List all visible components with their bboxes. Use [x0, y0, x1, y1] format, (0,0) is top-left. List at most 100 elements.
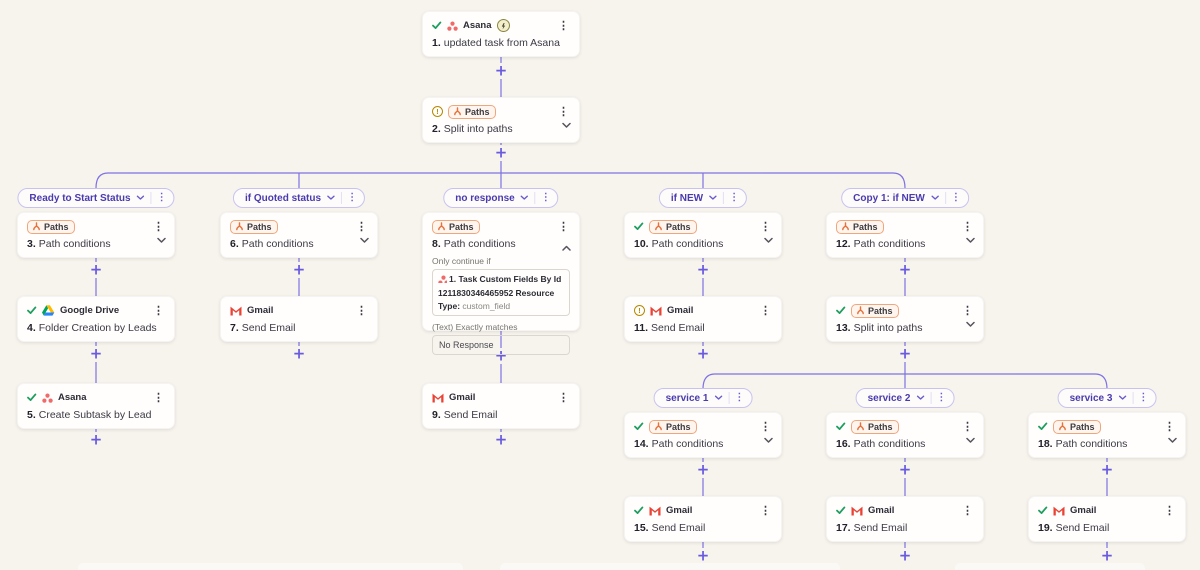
add-step-button[interactable]: +	[898, 344, 912, 363]
kebab-menu-icon[interactable]: ⋮	[534, 192, 551, 204]
add-step-button[interactable]: +	[1100, 546, 1114, 565]
step-card-7[interactable]: Gmail ⋮ 7.Send Email	[220, 296, 378, 342]
chevron-down-icon[interactable]	[764, 231, 773, 249]
step-card-16[interactable]: Paths ⋮ 16.Path conditions	[826, 412, 984, 458]
step-card-8[interactable]: Paths ⋮ 8.Path conditions Only continue …	[422, 212, 580, 356]
fork-icon	[857, 306, 864, 315]
chevron-down-icon[interactable]	[1168, 431, 1177, 449]
kebab-menu-icon[interactable]: ⋮	[150, 192, 167, 204]
chevron-down-icon[interactable]	[157, 231, 166, 249]
kebab-menu-icon[interactable]: ⋮	[760, 504, 771, 517]
step-card-5[interactable]: Asana ⋮ 5.Create Subtask by Lead	[17, 383, 175, 429]
chevron-up-icon[interactable]	[562, 239, 571, 257]
kebab-menu-icon[interactable]: ⋮	[962, 420, 973, 433]
chevron-down-icon[interactable]	[714, 395, 723, 401]
chevron-down-icon[interactable]	[966, 315, 975, 333]
add-step-button[interactable]: +	[89, 344, 103, 363]
add-step-button[interactable]: +	[696, 460, 710, 479]
step-title: Send Email	[853, 522, 908, 534]
step-card-10[interactable]: Paths ⋮ 10.Path conditions	[624, 212, 782, 258]
step-card-1[interactable]: Asana ⋮ 1.updated task from Asana	[422, 11, 580, 57]
kebab-menu-icon[interactable]: ⋮	[723, 192, 739, 204]
kebab-menu-icon[interactable]: ⋮	[760, 220, 771, 233]
chevron-down-icon[interactable]	[327, 195, 335, 201]
kebab-menu-icon[interactable]: ⋮	[760, 304, 771, 317]
kebab-menu-icon[interactable]: ⋮	[962, 304, 973, 317]
chevron-down-icon[interactable]	[562, 116, 571, 134]
kebab-menu-icon[interactable]: ⋮	[153, 220, 164, 233]
kebab-menu-icon[interactable]: ⋮	[962, 504, 973, 517]
chevron-down-icon[interactable]	[966, 231, 975, 249]
step-card-6[interactable]: Paths ⋮ 6.Path conditions	[220, 212, 378, 258]
add-step-button[interactable]: +	[696, 260, 710, 279]
add-step-button[interactable]: +	[494, 143, 508, 162]
add-step-button[interactable]: +	[898, 460, 912, 479]
kebab-menu-icon[interactable]: ⋮	[760, 420, 771, 433]
kebab-menu-icon[interactable]: ⋮	[558, 105, 569, 118]
kebab-menu-icon[interactable]: ⋮	[728, 392, 744, 404]
kebab-menu-icon[interactable]: ⋮	[153, 391, 164, 404]
kebab-menu-icon[interactable]: ⋮	[1164, 420, 1175, 433]
step-card-3[interactable]: Paths ⋮ 3.Path conditions	[17, 212, 175, 258]
chevron-down-icon[interactable]	[931, 195, 939, 201]
kebab-menu-icon[interactable]: ⋮	[356, 220, 367, 233]
path-pill-service-1[interactable]: service 1 ⋮	[653, 388, 753, 408]
kebab-menu-icon[interactable]: ⋮	[1164, 504, 1175, 517]
path-pill-ready-to-start[interactable]: Ready to Start Status ⋮	[17, 188, 175, 208]
kebab-menu-icon[interactable]: ⋮	[1132, 392, 1148, 404]
chevron-down-icon[interactable]	[136, 195, 145, 201]
path-pill-if-quoted[interactable]: if Quoted status ⋮	[232, 188, 366, 208]
add-step-button[interactable]: +	[898, 546, 912, 565]
kebab-menu-icon[interactable]: ⋮	[558, 19, 569, 32]
add-step-button[interactable]: +	[494, 430, 508, 449]
chevron-down-icon[interactable]	[709, 195, 717, 201]
chevron-down-icon[interactable]	[764, 431, 773, 449]
clipped-card	[78, 563, 463, 570]
chevron-down-icon[interactable]	[360, 231, 369, 249]
step-card-11[interactable]: ! Gmail ⋮ 11.Send Email	[624, 296, 782, 342]
step-card-12[interactable]: Paths ⋮ 12.Path conditions	[826, 212, 984, 258]
kebab-menu-icon[interactable]: ⋮	[962, 220, 973, 233]
add-step-button[interactable]: +	[696, 546, 710, 565]
add-step-button[interactable]: +	[89, 260, 103, 279]
path-pill-label: Ready to Start Status	[29, 192, 131, 204]
add-step-button[interactable]: +	[89, 430, 103, 449]
add-step-button[interactable]: +	[494, 346, 508, 365]
add-step-button[interactable]: +	[292, 260, 306, 279]
add-step-button[interactable]: +	[494, 61, 508, 80]
path-pill-service-2[interactable]: service 2 ⋮	[855, 388, 955, 408]
path-pill-service-3[interactable]: service 3 ⋮	[1057, 388, 1157, 408]
step-card-18[interactable]: Paths ⋮ 18.Path conditions	[1028, 412, 1186, 458]
kebab-menu-icon[interactable]: ⋮	[558, 391, 569, 404]
kebab-menu-icon[interactable]: ⋮	[944, 192, 961, 204]
step-card-14[interactable]: Paths ⋮ 14.Path conditions	[624, 412, 782, 458]
kebab-menu-icon[interactable]: ⋮	[153, 304, 164, 317]
step-card-13[interactable]: Paths ⋮ 13.Split into paths	[826, 296, 984, 342]
add-step-button[interactable]: +	[898, 260, 912, 279]
add-step-button[interactable]: +	[292, 344, 306, 363]
step-card-19[interactable]: Gmail ⋮ 19.Send Email	[1028, 496, 1186, 542]
step-title: Create Subtask by Lead	[38, 409, 152, 421]
path-pill-if-new[interactable]: if NEW ⋮	[658, 188, 748, 208]
success-check-icon	[1038, 422, 1048, 431]
step-card-4[interactable]: Google Drive ⋮ 4.Folder Creation by Lead…	[17, 296, 175, 342]
step-card-15[interactable]: Gmail ⋮ 15.Send Email	[624, 496, 782, 542]
path-pill-no-response[interactable]: no response ⋮	[443, 188, 559, 208]
kebab-menu-icon[interactable]: ⋮	[356, 304, 367, 317]
step-card-9[interactable]: Gmail ⋮ 9.Send Email	[422, 383, 580, 429]
chevron-down-icon[interactable]	[916, 395, 925, 401]
kebab-menu-icon[interactable]: ⋮	[341, 192, 357, 204]
chevron-down-icon[interactable]	[521, 195, 529, 201]
condition-field: 1. Task Custom Fields By Id 121183034646…	[432, 269, 570, 317]
path-pill-copy-if-new[interactable]: Copy 1: if NEW ⋮	[841, 188, 969, 208]
add-step-button[interactable]: +	[1100, 460, 1114, 479]
add-step-button[interactable]: +	[696, 344, 710, 363]
chevron-down-icon[interactable]	[1118, 395, 1127, 401]
app-name: Gmail	[667, 305, 694, 316]
step-card-2[interactable]: ! Paths ⋮ 2.Split into paths	[422, 97, 580, 143]
kebab-menu-icon[interactable]: ⋮	[558, 220, 569, 233]
chevron-down-icon[interactable]	[966, 431, 975, 449]
step-card-17[interactable]: Gmail ⋮ 17.Send Email	[826, 496, 984, 542]
kebab-menu-icon[interactable]: ⋮	[930, 392, 946, 404]
